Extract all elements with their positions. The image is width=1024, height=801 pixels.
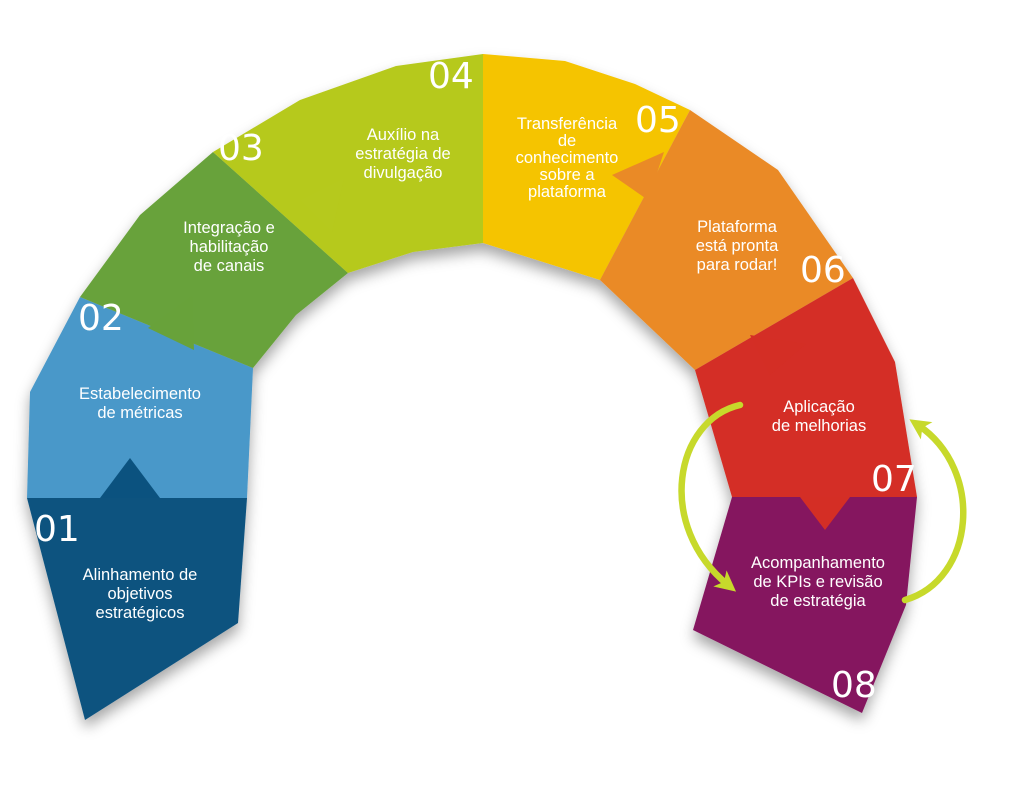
arc-segments bbox=[27, 54, 917, 720]
step-label-line: estratégia de bbox=[355, 145, 450, 163]
segment-06 bbox=[600, 110, 853, 370]
step-number-05: 05 bbox=[635, 100, 681, 141]
tab-02-03 bbox=[148, 296, 194, 350]
tab-03-04 bbox=[300, 178, 344, 232]
tab-05-06 bbox=[612, 152, 664, 200]
step-label-line: de melhorias bbox=[772, 417, 866, 435]
segment-07 bbox=[695, 278, 917, 497]
tab-07-08 bbox=[800, 497, 850, 530]
step-label-line: estratégicos bbox=[96, 604, 185, 622]
step-numbers: 01 02 03 04 05 06 07 08 bbox=[34, 56, 917, 706]
step-number-01: 01 bbox=[34, 509, 80, 550]
step-label-line: Alinhamento de bbox=[83, 566, 198, 584]
step-label-line: de KPIs e revisão bbox=[753, 573, 882, 591]
step-label-line: de canais bbox=[194, 257, 265, 275]
tab-06-07 bbox=[750, 335, 806, 375]
segment-04 bbox=[213, 54, 483, 273]
step-number-03: 03 bbox=[218, 128, 264, 169]
connector-tabs bbox=[100, 128, 850, 530]
step-label-line: conhecimento bbox=[516, 149, 619, 167]
tab-01-02 bbox=[100, 458, 160, 498]
step-label-line: de bbox=[558, 132, 576, 150]
cycle-arrows bbox=[678, 401, 967, 604]
step-label-line: habilitação bbox=[190, 238, 269, 256]
segment-08 bbox=[693, 497, 917, 713]
step-label-line: Estabelecimento bbox=[79, 385, 201, 403]
step-label-line: Auxílio na bbox=[367, 126, 440, 144]
step-number-04: 04 bbox=[428, 56, 474, 97]
step-label-line: de estratégia bbox=[770, 592, 866, 610]
step-label-line: para rodar! bbox=[697, 256, 778, 274]
step-label-line: divulgação bbox=[364, 164, 443, 182]
segment-03 bbox=[80, 152, 348, 368]
cycle-arrow-down bbox=[678, 401, 744, 592]
step-label-line: de métricas bbox=[97, 404, 182, 422]
step-label-line: objetivos bbox=[107, 585, 172, 603]
step-label-line: Acompanhamento bbox=[751, 554, 885, 572]
segment-02 bbox=[27, 297, 253, 498]
segment-01 bbox=[27, 498, 247, 720]
segment-05 bbox=[483, 54, 690, 280]
step-label-line: sobre a bbox=[539, 166, 595, 184]
step-label-line: está pronta bbox=[696, 237, 779, 255]
step-number-07: 07 bbox=[871, 459, 917, 500]
step-label-line: Integração e bbox=[183, 219, 275, 237]
step-number-06: 06 bbox=[800, 250, 846, 291]
step-number-08: 08 bbox=[831, 665, 877, 706]
step-label-line: plataforma bbox=[528, 183, 607, 201]
step-number-02: 02 bbox=[78, 298, 124, 339]
cycle-arrow-up bbox=[901, 419, 967, 604]
tab-04-05 bbox=[483, 128, 510, 178]
step-label-line: Plataforma bbox=[697, 218, 778, 236]
step-label-line: Aplicação bbox=[783, 398, 855, 416]
step-label-line: Transferência bbox=[517, 115, 618, 133]
